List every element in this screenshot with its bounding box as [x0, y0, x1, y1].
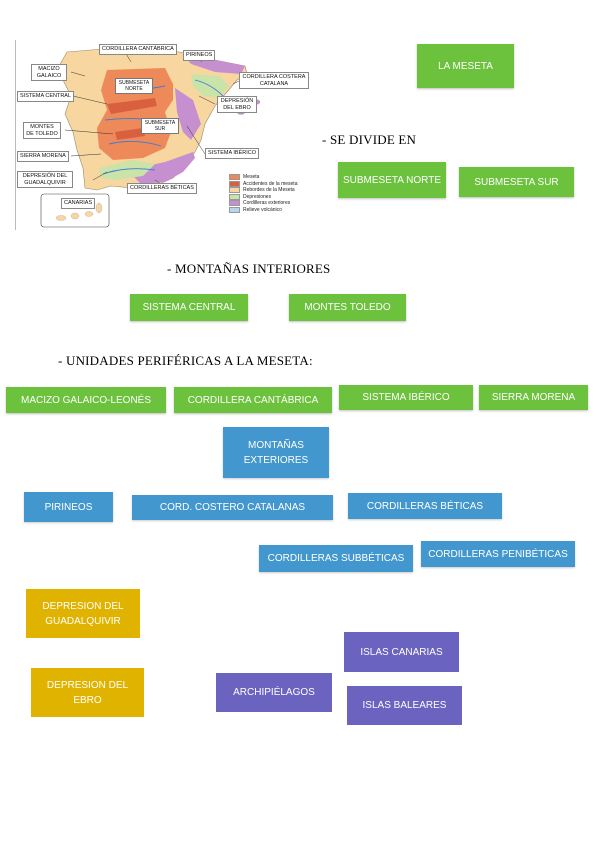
legend-item: Cordilleras exteriores — [229, 200, 319, 207]
iberico-box: SISTEMA IBÉRICO — [339, 385, 473, 410]
map-label-sierra-morena: SIERRA MORENA — [17, 151, 69, 162]
montanas-heading: - MONTAÑAS INTERIORES — [167, 261, 331, 276]
costero-box: CORD. COSTERO CATALANAS — [132, 495, 333, 520]
la-meseta-box: LA MESETA — [417, 44, 514, 88]
map-label-sistema-central: SISTEMA CENTRAL — [17, 91, 75, 102]
map-label-ebro: DEPRESIÓN DEL EBRO — [217, 96, 257, 113]
map-label-beticas: CORDILLERAS BÉTICAS — [127, 183, 197, 194]
map-label-iberico: SISTEMA IBÉRICO — [205, 148, 259, 159]
guadalquivir-box: DEPRESION DEL GUADALQUIVIR — [26, 589, 140, 638]
macizo-box: MACIZO GALAICO-LEONÉS — [6, 387, 166, 413]
canarias-box: ISLAS CANARIAS — [344, 632, 459, 672]
legend-item: Relieve volcánico — [229, 206, 319, 214]
montes-toledo-box: MONTES TOLEDO — [289, 294, 406, 321]
subbeticas-box: CORDILLERAS SUBBÉTICAS — [259, 545, 413, 572]
map-label-pirineos: PIRINEOS — [183, 50, 216, 61]
map-label-montes-toledo: MONTES DE TOLEDO — [23, 122, 61, 139]
legend-item: Meseta — [229, 174, 319, 181]
map-label-guadalquivir: DEPRESIÓN DEL GUADALQUIVIR — [17, 171, 73, 188]
map-label-costera: CORDILLERA COSTERA CATALANA — [239, 72, 309, 89]
legend-item: Depresiones — [229, 193, 319, 201]
unidades-heading: - UNIDADES PERIFÉRICAS A LA MESETA: — [58, 353, 313, 368]
map-label-cantabrica: CORDILLERA CANTÁBRICA — [99, 44, 177, 55]
map-label-submeseta-norte: SUBMESETA NORTE — [115, 78, 153, 94]
divide-heading: - SE DIVIDE EN — [322, 132, 417, 147]
penibeticas-box: CORDILLERAS PENIBÉTICAS — [421, 541, 575, 567]
baleares-box: ISLAS BALEARES — [347, 686, 462, 725]
legend-item: Rebordes de la Meseta — [229, 187, 319, 194]
beticas-box: CORDILLERAS BÉTICAS — [348, 493, 502, 519]
sistema-central-box: SISTEMA CENTRAL — [130, 294, 248, 321]
submeseta-norte-box: SUBMESETA NORTE — [338, 162, 446, 198]
map-label-submeseta-sur: SUBMESETA SUR — [141, 118, 179, 134]
ebro-box: DEPRESION DEL EBRO — [31, 668, 144, 717]
relief-map: MACIZO GALAICO CORDILLERA CANTÁBRICA PIR… — [15, 40, 313, 230]
map-label-canarias: CANARIAS — [61, 198, 96, 209]
map-legend: Meseta Accidentes de la meseta Rebordes … — [229, 174, 319, 213]
montanas-exteriores-box: MONTAÑAS EXTERIORES — [223, 427, 329, 478]
cantabrica-box: CORDILLERA CANTÁBRICA — [174, 387, 332, 413]
archipielagos-box: ARCHIPIÉLAGOS — [216, 673, 332, 712]
pirineos-box: PIRINEOS — [24, 492, 113, 522]
legend-item: Accidentes de la meseta — [229, 180, 319, 188]
submeseta-sur-box: SUBMESETA SUR — [459, 167, 574, 197]
sierra-morena-box: SIERRA MORENA — [479, 385, 588, 410]
map-label-macizo: MACIZO GALAICO — [31, 64, 67, 81]
